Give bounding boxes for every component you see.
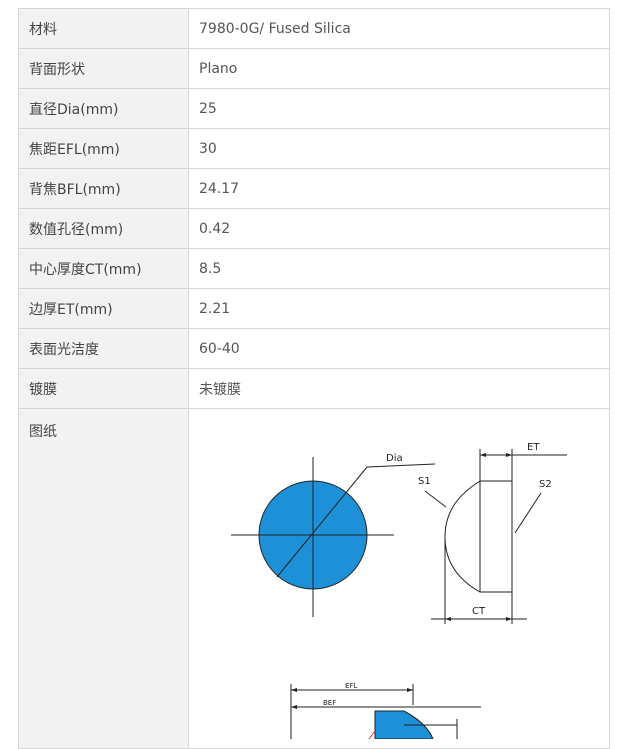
spec-value: 8.5 (188, 248, 610, 289)
spec-value: 60-40 (188, 328, 610, 369)
spec-value: 未镀膜 (188, 368, 610, 409)
spec-row-surface: 表面光洁度 60-40 (18, 328, 610, 369)
spec-row-efl: 焦距EFL(mm) 30 (18, 128, 610, 169)
side-view: ET S1 S2 (418, 442, 567, 624)
s1-leader (424, 490, 447, 508)
spec-row-ct: 中心厚度CT(mm) 8.5 (18, 248, 610, 289)
spec-row-coating: 镀膜 未镀膜 (18, 368, 610, 409)
s2-leader (514, 492, 542, 534)
spec-value: 7980-0G/ Fused Silica (188, 8, 610, 49)
spec-row-et: 边厚ET(mm) 2.21 (18, 288, 610, 329)
spec-row-na: 数值孔径(mm) 0.42 (18, 208, 610, 249)
front-view: Dia (231, 453, 436, 617)
bef-label: BEF (323, 699, 336, 707)
spec-label: 边厚ET(mm) (18, 288, 189, 329)
lens-body (479, 480, 513, 593)
dia-label: Dia (386, 453, 403, 464)
spec-row-diameter: 直径Dia(mm) 25 (18, 88, 610, 129)
dia-leader (276, 466, 368, 578)
spec-label: 焦距EFL(mm) (18, 128, 189, 169)
s2-label: S2 (539, 479, 552, 490)
spec-label: 数值孔径(mm) (18, 208, 189, 249)
spec-label: 表面光洁度 (18, 328, 189, 369)
spec-table: 材料 7980-0G/ Fused Silica 背面形状 Plano 直径Di… (18, 8, 610, 749)
spec-value: 30 (188, 128, 610, 169)
drawing-cell: Dia ET (188, 408, 610, 749)
spec-row-material: 材料 7980-0G/ Fused Silica (18, 8, 610, 49)
spec-value: 25 (188, 88, 610, 129)
et-label: ET (527, 442, 540, 453)
focal-view: EFL BEF (290, 682, 481, 739)
spec-label: 镀膜 (18, 368, 189, 409)
efl-label: EFL (345, 682, 357, 690)
spec-row-back-shape: 背面形状 Plano (18, 48, 610, 89)
spec-value: 0.42 (188, 208, 610, 249)
spec-value: 24.17 (188, 168, 610, 209)
s1-label: S1 (418, 476, 431, 487)
ct-label: CT (472, 606, 486, 617)
spec-value: 2.21 (188, 288, 610, 329)
spec-label: 中心厚度CT(mm) (18, 248, 189, 289)
spec-row-drawing: 图纸 Dia (18, 408, 610, 749)
spec-label: 背焦BFL(mm) (18, 168, 189, 209)
spec-label: 材料 (18, 8, 189, 49)
spec-label: 直径Dia(mm) (18, 88, 189, 129)
ray-line (368, 730, 376, 739)
lens-drawing: Dia ET (231, 442, 567, 739)
drawing-wrap: Dia ET (199, 409, 599, 739)
spec-label: 背面形状 (18, 48, 189, 89)
spec-row-bfl: 背焦BFL(mm) 24.17 (18, 168, 610, 209)
spec-value: Plano (188, 48, 610, 89)
lens-convex-surface (444, 480, 481, 593)
spec-label: 图纸 (18, 408, 189, 749)
